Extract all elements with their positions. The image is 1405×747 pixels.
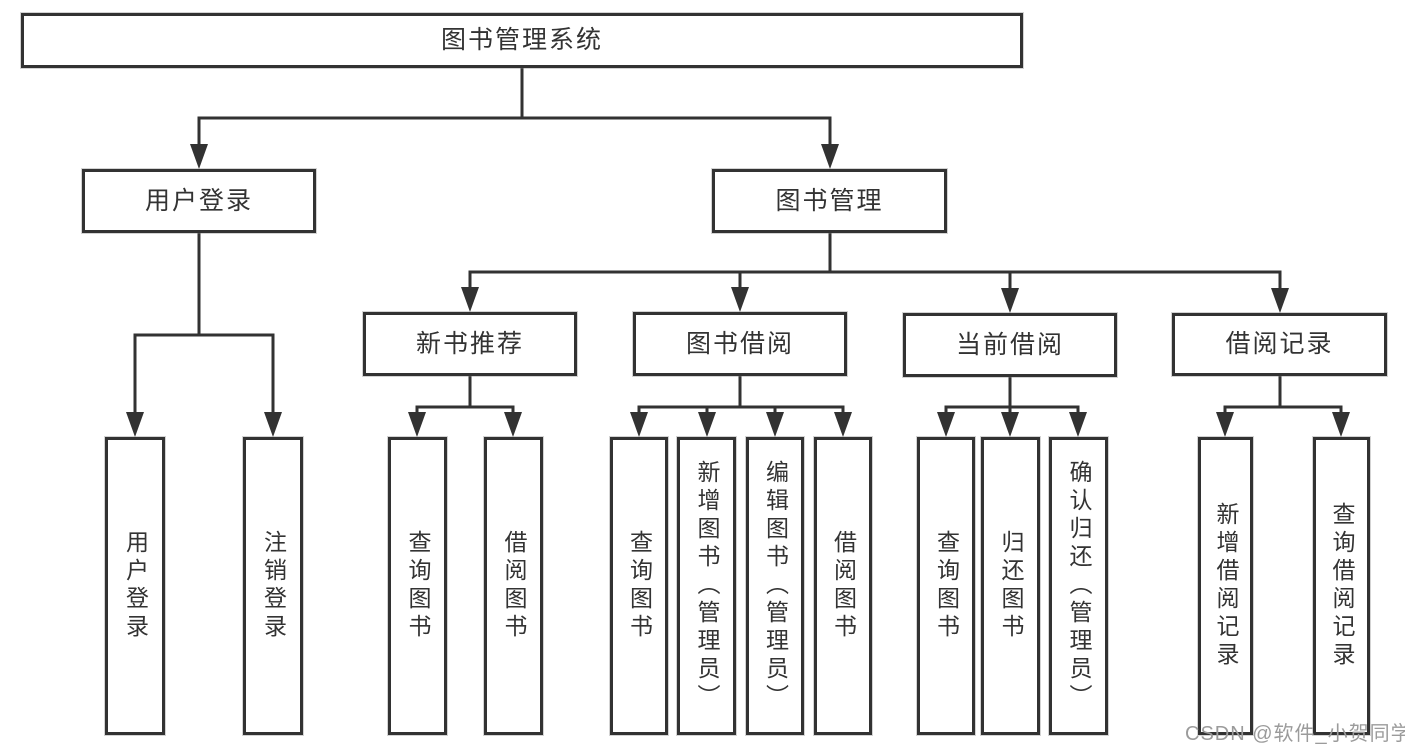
node-label: 查询图书 — [626, 530, 653, 642]
arrowhead-icon — [1216, 412, 1234, 437]
node-label: 借阅图书 — [501, 530, 527, 642]
leaf-logout: 注销登录 — [243, 437, 303, 735]
arrowhead-icon — [731, 287, 749, 312]
arrowhead-icon — [190, 144, 208, 169]
node-label: 查询图书 — [933, 530, 960, 642]
leaf-add-borrow-record: 新增借阅记录 — [1198, 437, 1253, 735]
connector-bookmgmt-to-level3 — [468, 229, 1282, 291]
leaf-query-books-current: 查询图书 — [917, 437, 975, 735]
arrowhead-icon — [630, 412, 648, 437]
node-label: 图书管理 — [775, 186, 884, 215]
arrowhead-icon — [1332, 412, 1350, 437]
node-book-management: 图书管理 — [712, 169, 947, 233]
leaf-add-book-admin: 新增图书（管理员） — [677, 437, 736, 735]
leaf-query-borrow-record: 查询借阅记录 — [1313, 437, 1370, 735]
arrowhead-icon — [504, 412, 522, 437]
watermark-text: CSDN @软件_小贺同学 — [1185, 723, 1405, 745]
leaf-user-login: 用户登录 — [105, 437, 165, 735]
leaf-edit-book-admin: 编辑图书（管理员） — [746, 437, 804, 735]
arrowhead-icon — [834, 412, 852, 437]
node-label: 确认归还（管理员） — [1066, 460, 1092, 712]
leaf-borrow-books-recommend: 借阅图书 — [484, 437, 543, 735]
arrowhead-icon — [821, 144, 839, 169]
connector-currentborrow-branch — [944, 372, 1080, 416]
arrowhead-icon — [264, 412, 282, 437]
connector-borrowrecord-branch — [1223, 372, 1343, 416]
node-label: 新增借阅记录 — [1213, 502, 1239, 670]
connector-root-to-level2 — [197, 64, 832, 147]
node-current-borrowing: 当前借阅 — [903, 313, 1117, 377]
node-label: 归还图书 — [998, 530, 1024, 642]
arrowhead-icon — [1069, 412, 1087, 437]
leaf-query-books-recommend: 查询图书 — [388, 437, 447, 735]
node-label: 图书管理系统 — [440, 26, 603, 54]
arrowhead-icon — [698, 412, 716, 437]
node-label: 用户登录 — [122, 530, 149, 642]
node-label: 编辑图书（管理员） — [762, 460, 789, 712]
arrowhead-icon — [766, 412, 784, 437]
node-label: 查询图书 — [405, 530, 431, 642]
arrowhead-icon — [1001, 288, 1019, 313]
node-new-book-recommendation: 新书推荐 — [363, 312, 577, 376]
leaf-confirm-return-admin: 确认归还（管理员） — [1049, 437, 1108, 735]
node-label: 借阅图书 — [830, 530, 857, 642]
arrowhead-icon — [1001, 412, 1019, 437]
connector-newbook-branch — [415, 372, 515, 416]
node-label: 当前借阅 — [955, 330, 1064, 359]
node-label: 新书推荐 — [415, 329, 524, 358]
connector-bookborrow-branch — [637, 372, 845, 416]
arrowhead-icon — [461, 287, 479, 312]
leaf-query-books-borrow: 查询图书 — [610, 437, 668, 735]
leaf-borrow-books: 借阅图书 — [814, 437, 872, 735]
node-book-management-system: 图书管理系统 — [21, 13, 1023, 68]
arrowhead-icon — [408, 412, 426, 437]
node-borrowing-records: 借阅记录 — [1172, 313, 1387, 376]
node-label: 新增图书（管理员） — [694, 460, 720, 712]
arrowhead-icon — [937, 412, 955, 437]
node-label: 用户登录 — [144, 186, 253, 215]
arrowhead-icon — [126, 412, 144, 437]
node-label: 注销登录 — [260, 530, 287, 642]
arrowhead-icon — [1271, 288, 1289, 313]
arrowheads — [126, 144, 1350, 437]
node-user-login: 用户登录 — [82, 169, 316, 233]
node-label: 图书借阅 — [685, 329, 794, 358]
leaf-return-book: 归还图书 — [981, 437, 1040, 735]
node-book-borrowing: 图书借阅 — [633, 312, 847, 376]
node-label: 借阅记录 — [1225, 330, 1334, 358]
node-label: 查询借阅记录 — [1329, 502, 1355, 670]
connector-userlogin-branch — [133, 229, 275, 416]
